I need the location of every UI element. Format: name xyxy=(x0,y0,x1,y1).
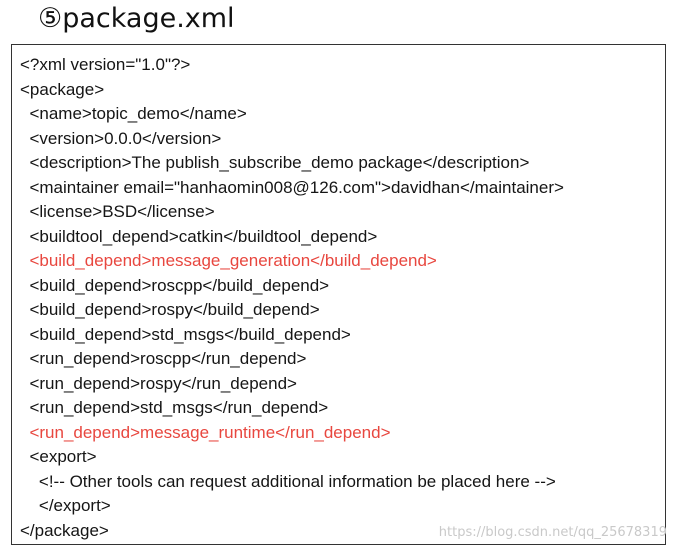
code-line: <run_depend>roscpp</run_depend> xyxy=(20,349,307,368)
code-line: <license>BSD</license> xyxy=(20,202,215,221)
code-line: </export> xyxy=(20,496,111,515)
code-line: <!-- Other tools can request additional … xyxy=(20,471,556,491)
code-line: <build_depend>std_msgs</build_depend> xyxy=(20,324,351,344)
code-line: <maintainer email="hanhaomin008@126.com"… xyxy=(20,177,564,197)
code-line: <export> xyxy=(20,447,97,466)
code-line: <build_depend>roscpp</build_depend> xyxy=(20,275,330,295)
code-line-highlighted: <build_depend>message_generation</build_… xyxy=(20,251,437,270)
code-line: <?xml version="1.0"?> xyxy=(20,55,191,74)
code-line: <build_depend>rospy</build_depend> xyxy=(20,300,320,319)
code-line: <package> xyxy=(20,79,105,99)
watermark: https://blog.csdn.net/qq_25678319 xyxy=(438,525,667,540)
code-line-highlighted: <run_depend>message_runtime</run_depend> xyxy=(20,422,391,442)
code-line: <name>topic_demo</name> xyxy=(20,104,247,123)
code-line: <run_depend>rospy</run_depend> xyxy=(20,373,297,393)
page-title: ⑤package.xml xyxy=(38,3,235,34)
code-line: <buildtool_depend>catkin</buildtool_depe… xyxy=(20,226,378,246)
code-line: <description>The publish_subscribe_demo … xyxy=(20,153,530,172)
code-lines: <?xml version="1.0"?> <package> <name>top… xyxy=(20,53,661,543)
code-box: <?xml version="1.0"?> <package> <name>top… xyxy=(11,44,666,545)
code-line: </package> xyxy=(20,520,109,540)
code-line: <version>0.0.0</version> xyxy=(20,128,222,148)
code-line: <run_depend>std_msgs</run_depend> xyxy=(20,398,329,417)
